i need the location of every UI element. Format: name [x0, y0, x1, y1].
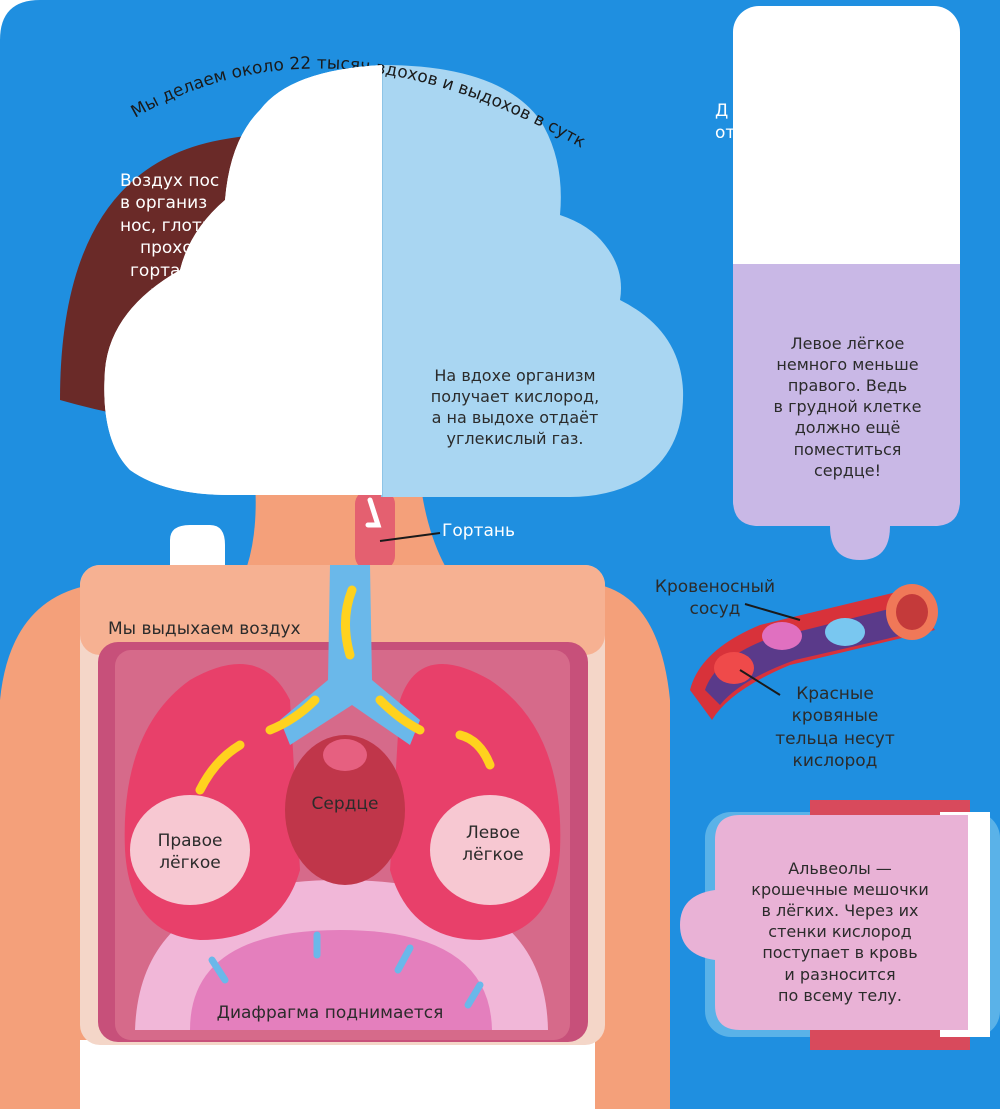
vessel-pointer — [744, 603, 801, 621]
hidden-panel-line: Воздух пос — [120, 171, 220, 191]
breath-line: углекислый газ. — [446, 429, 584, 449]
blood-vessel-inner — [705, 605, 925, 705]
left-lung-label: Левое лёгкое — [438, 822, 548, 867]
hidden-panel-line: гортан — [130, 260, 192, 281]
bottom-white-band — [80, 1040, 595, 1109]
exhale-label: Мы выдыхаем воздух — [108, 619, 301, 639]
larynx-pointer — [379, 532, 441, 542]
larynx-label: Гортань — [442, 521, 516, 541]
alveoli-line: по всему телу. — [778, 985, 902, 1005]
left-lung-flap-line: поместиться — [793, 439, 902, 459]
red-cells-label-line: кислород — [792, 751, 878, 772]
right-lung-label-line: лёгкое — [159, 853, 221, 874]
left-lung-flap-line: в грудной клетке — [773, 397, 922, 417]
red-cells-label-line: кровяные — [791, 706, 879, 727]
heart-label: Сердце — [311, 794, 379, 814]
alveoli-flap[interactable] — [680, 815, 968, 1030]
right-lung-highlight — [130, 795, 250, 905]
red-cells-label-line: Красные — [796, 684, 874, 704]
breath-line: получает кислород, — [430, 387, 600, 407]
right-lung-label: Правое лёгкое — [135, 830, 245, 875]
right-lung-label-line: Правое — [157, 831, 223, 851]
red-cell-pink — [762, 622, 802, 650]
left-lung-label-line: Левое — [465, 823, 521, 843]
left-lung-flap-line: сердце! — [813, 460, 881, 480]
neck-tab[interactable] — [170, 525, 225, 565]
red-cells-label: Красные кровяные тельца несут кислород — [765, 683, 905, 773]
vessel-label-line: Кровеносный — [654, 577, 776, 597]
alveoli-line: Альвеолы — — [788, 859, 892, 878]
alveoli-flap-text: Альвеолы — крошечные мешочки в лёгких. Ч… — [725, 858, 955, 1006]
alveoli-line: и разносится — [784, 964, 896, 984]
left-lung-flap-text: Левое лёгкое немного меньше правого. Вед… — [745, 333, 950, 481]
heart-highlight — [323, 739, 367, 771]
air-arrow-small — [365, 497, 382, 528]
hidden-panel-line: в организ — [120, 193, 208, 214]
diaphragm-label: Диафрагма поднимается — [216, 1003, 444, 1023]
diaphragm-inner — [190, 930, 492, 1030]
hidden-panel-text: Воздух пос в организ нос, глоти проход г… — [105, 170, 255, 305]
cells-pointer — [739, 669, 781, 696]
diaphragm-arrows — [208, 931, 484, 1009]
hidden-panel-line: нос, глоти — [120, 215, 213, 236]
vessel-label-line: сосуд — [689, 599, 741, 620]
breath-flap-text: На вдохе организм получает кислород, а н… — [410, 365, 620, 449]
vessel-opening-inner — [896, 594, 928, 630]
left-lung-flap-lilac — [733, 264, 960, 526]
heart-shape — [285, 735, 405, 885]
red-cells-label-line: тельца несут — [775, 728, 895, 749]
breath-line: а на выдохе отдаёт — [431, 408, 599, 428]
left-lung-flap-tab[interactable] — [830, 526, 890, 560]
red-cell-red — [714, 652, 754, 684]
alveoli-line: стенки кислород — [768, 922, 912, 942]
alveoli-line: крошечные мешочки — [751, 880, 929, 900]
hidden-panel-line: и д — [150, 283, 179, 304]
left-lung-label-line: лёгкое — [462, 845, 524, 866]
exhale-arrows — [195, 585, 495, 795]
left-lung-highlight — [430, 795, 550, 905]
alveoli-line: в лёгких. Через их — [761, 901, 919, 921]
hidden-panel-line: проход — [140, 238, 205, 259]
hidden-right-fragment: Д от — [715, 100, 735, 145]
trachea-upper — [355, 490, 395, 570]
left-lung-flap-line: немного меньше — [776, 355, 919, 375]
breath-line: На вдохе организм — [434, 366, 596, 385]
alveoli-line: поступает в кровь — [762, 943, 918, 963]
vessel-label: Кровеносный сосуд — [640, 576, 790, 621]
arc-caption-text: Мы делаем около 22 тысяч вдохов и выдохо… — [0, 0, 589, 152]
hidden-fragment-line: от — [715, 123, 736, 144]
arc-caption: Мы делаем около 22 тысяч вдохов и выдохо… — [0, 0, 589, 152]
red-cell-blue — [825, 618, 865, 646]
left-lung-flap-line: правого. Ведь — [787, 376, 908, 396]
hidden-fragment-line: Д — [715, 101, 729, 121]
left-lung-flap-line: Левое лёгкое — [790, 334, 905, 353]
head-flap-right[interactable] — [382, 65, 684, 497]
left-lung-flap-line: должно ещё — [794, 418, 901, 438]
